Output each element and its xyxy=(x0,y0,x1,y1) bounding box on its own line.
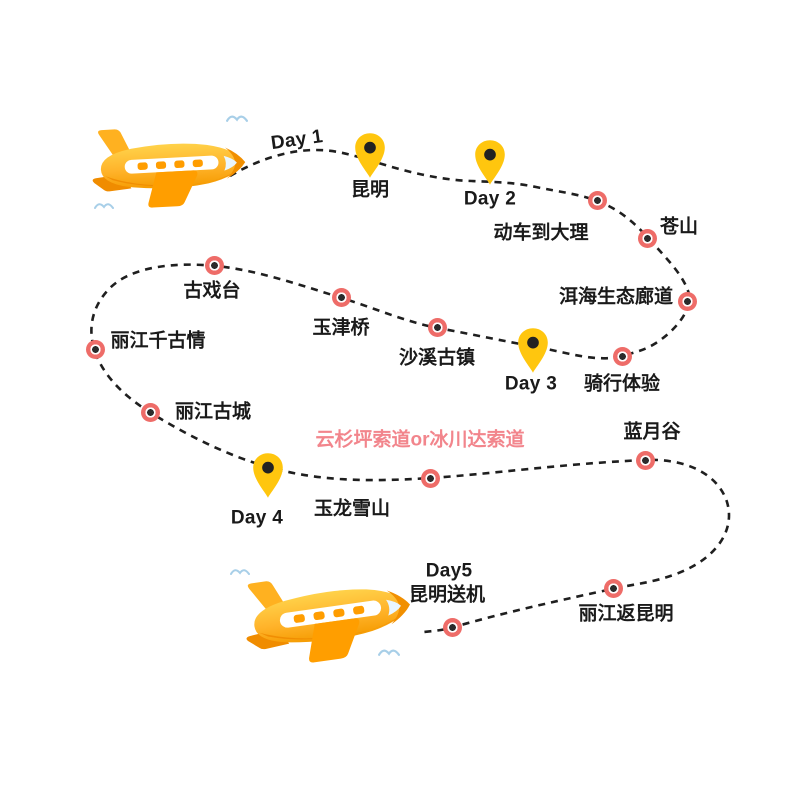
label-kunming: 昆明 xyxy=(350,179,390,201)
label-day-2: Day 2 xyxy=(463,188,517,210)
pin-day1-kunming xyxy=(352,131,389,180)
dot-cangshan xyxy=(637,228,657,248)
label-cangshan: 苍山 xyxy=(659,216,699,238)
dot-cycling xyxy=(612,346,632,366)
label-cableway-note: 云杉坪索道or冰川达索道 xyxy=(315,429,525,451)
dot-lijiang-old-town xyxy=(140,402,160,422)
dot-cableway xyxy=(420,468,440,488)
dot-train-to-dali xyxy=(587,190,607,210)
dot-lijiang-qianguqing xyxy=(85,339,105,359)
label-erhai-corridor: 洱海生态廊道 xyxy=(558,286,674,308)
label-yujin-bridge: 玉津桥 xyxy=(312,317,370,339)
label-day-3: Day 3 xyxy=(504,373,558,395)
dot-day5-sendoff xyxy=(442,617,462,637)
label-jade-dragon-mountain: 玉龙雪山 xyxy=(313,498,391,520)
dot-erhai-corridor xyxy=(677,291,697,311)
label-cycling-experience: 骑行体验 xyxy=(583,373,661,395)
label-day-1: Day 1 xyxy=(269,125,325,155)
pin-day4 xyxy=(250,451,287,500)
label-day-5: Day5 xyxy=(425,560,473,582)
dot-lijiang-return xyxy=(603,578,623,598)
dot-shaxi xyxy=(427,317,447,337)
label-shaxi-old-town: 沙溪古镇 xyxy=(398,347,476,369)
label-lijiang-to-kunming: 丽江返昆明 xyxy=(578,603,674,625)
dot-yujin-bridge xyxy=(331,287,351,307)
pin-day3 xyxy=(515,326,552,375)
label-lijiang-old-town: 丽江古城 xyxy=(174,401,252,423)
label-ancient-stage: 古戏台 xyxy=(183,280,241,302)
label-day-4: Day 4 xyxy=(230,507,284,529)
label-lijiang-qianguqing: 丽江千古情 xyxy=(110,330,206,352)
label-train-to-dali: 动车到大理 xyxy=(493,222,589,244)
dot-ancient-stage xyxy=(204,255,224,275)
label-blue-moon-valley: 蓝月谷 xyxy=(623,421,681,443)
pin-day2 xyxy=(472,138,509,187)
dot-blue-moon-valley xyxy=(635,450,655,470)
label-kunming-sendoff: 昆明送机 xyxy=(408,584,486,606)
